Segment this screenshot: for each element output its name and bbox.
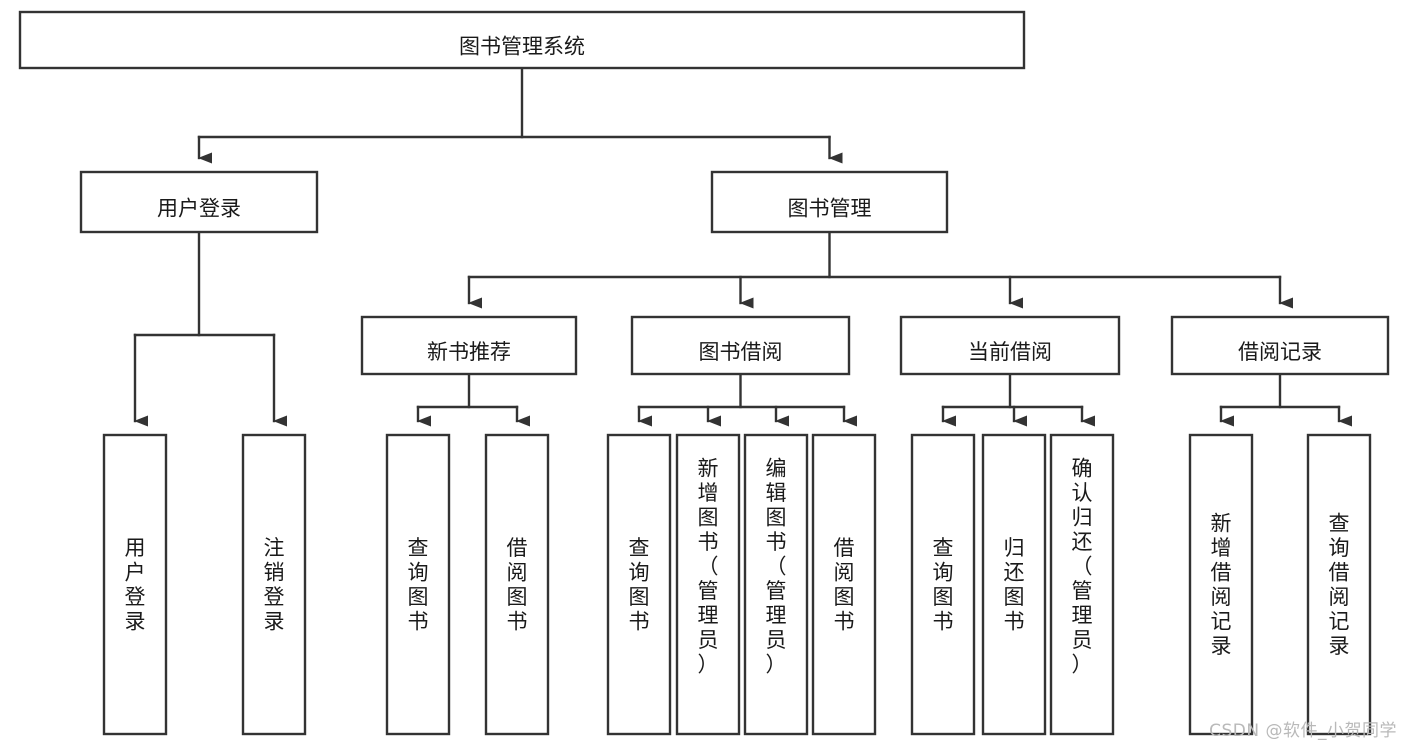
node-box-leaf-add-record[interactable] — [1188, 433, 1254, 736]
node-label-leaf-edit-book: 编辑图书（管理员） — [766, 456, 787, 676]
node-leaf-query-record[interactable]: 查询借阅记录 — [1306, 433, 1372, 736]
node-box-current-borrow[interactable] — [899, 315, 1121, 376]
node-leaf-user-login[interactable]: 用户登录 — [102, 433, 168, 736]
boxes-layer: 图书管理系统用户登录图书管理新书推荐图书借阅当前借阅借阅记录用户登录注销登录查询… — [18, 10, 1390, 736]
node-box-leaf-query-book-cur[interactable] — [910, 433, 976, 736]
node-label-current-borrow: 当前借阅 — [968, 340, 1052, 364]
node-new-book-rec[interactable]: 新书推荐 — [360, 315, 578, 376]
node-label-book-borrow: 图书借阅 — [699, 340, 783, 364]
node-box-leaf-edit-book[interactable] — [743, 433, 809, 736]
node-label-leaf-add-book: 新增图书（管理员） — [698, 456, 719, 676]
node-box-user-login[interactable] — [79, 170, 319, 234]
node-label-leaf-add-record: 新增借阅记录 — [1211, 511, 1232, 658]
node-label-book-manage: 图书管理 — [788, 197, 872, 221]
node-label-leaf-logout: 注销登录 — [264, 536, 285, 634]
node-label-leaf-return-book: 归还图书 — [1004, 536, 1025, 634]
node-box-leaf-confirm-return[interactable] — [1049, 433, 1115, 736]
node-box-leaf-add-book[interactable] — [675, 433, 741, 736]
node-box-leaf-borrow-book-rec[interactable] — [484, 433, 550, 736]
node-label-leaf-query-book-borrow: 查询图书 — [629, 536, 650, 634]
node-leaf-logout[interactable]: 注销登录 — [241, 433, 307, 736]
node-label-leaf-user-login: 用户登录 — [125, 536, 146, 634]
node-label-leaf-query-record: 查询借阅记录 — [1329, 511, 1350, 658]
node-label-leaf-borrow-book-rec: 借阅图书 — [507, 536, 528, 634]
node-leaf-borrow-book[interactable]: 借阅图书 — [811, 433, 877, 736]
node-box-leaf-query-book-borrow[interactable] — [606, 433, 672, 736]
node-borrow-record[interactable]: 借阅记录 — [1170, 315, 1390, 376]
node-book-manage[interactable]: 图书管理 — [710, 170, 949, 234]
node-leaf-return-book[interactable]: 归还图书 — [981, 433, 1047, 736]
node-root[interactable]: 图书管理系统 — [18, 10, 1026, 70]
node-leaf-confirm-return[interactable]: 确认归还（管理员） — [1049, 433, 1115, 736]
node-box-root[interactable] — [18, 10, 1026, 70]
node-box-leaf-user-login[interactable] — [102, 433, 168, 736]
node-box-leaf-logout[interactable] — [241, 433, 307, 736]
node-label-leaf-query-book-rec: 查询图书 — [408, 536, 429, 634]
node-label-leaf-query-book-cur: 查询图书 — [933, 536, 954, 634]
node-box-leaf-query-record[interactable] — [1306, 433, 1372, 736]
node-label-root: 图书管理系统 — [459, 35, 585, 59]
node-leaf-add-record[interactable]: 新增借阅记录 — [1188, 433, 1254, 736]
node-label-borrow-record: 借阅记录 — [1238, 340, 1322, 364]
node-label-new-book-rec: 新书推荐 — [427, 340, 511, 364]
node-leaf-borrow-book-rec[interactable]: 借阅图书 — [484, 433, 550, 736]
node-label-user-login: 用户登录 — [157, 197, 241, 221]
node-leaf-query-book-borrow[interactable]: 查询图书 — [606, 433, 672, 736]
node-book-borrow[interactable]: 图书借阅 — [630, 315, 851, 376]
node-box-book-manage[interactable] — [710, 170, 949, 234]
node-box-leaf-borrow-book[interactable] — [811, 433, 877, 736]
node-user-login[interactable]: 用户登录 — [79, 170, 319, 234]
node-leaf-add-book[interactable]: 新增图书（管理员） — [675, 433, 741, 736]
node-box-new-book-rec[interactable] — [360, 315, 578, 376]
node-box-borrow-record[interactable] — [1170, 315, 1390, 376]
node-box-leaf-return-book[interactable] — [981, 433, 1047, 736]
connectors-layer — [133, 66, 1352, 427]
node-label-leaf-confirm-return: 确认归还（管理员） — [1072, 456, 1093, 676]
node-leaf-query-book-cur[interactable]: 查询图书 — [910, 433, 976, 736]
node-label-leaf-borrow-book: 借阅图书 — [834, 536, 855, 634]
node-box-leaf-query-book-rec[interactable] — [385, 433, 451, 736]
node-leaf-edit-book[interactable]: 编辑图书（管理员） — [743, 433, 809, 736]
node-current-borrow[interactable]: 当前借阅 — [899, 315, 1121, 376]
node-leaf-query-book-rec[interactable]: 查询图书 — [385, 433, 451, 736]
node-box-book-borrow[interactable] — [630, 315, 851, 376]
